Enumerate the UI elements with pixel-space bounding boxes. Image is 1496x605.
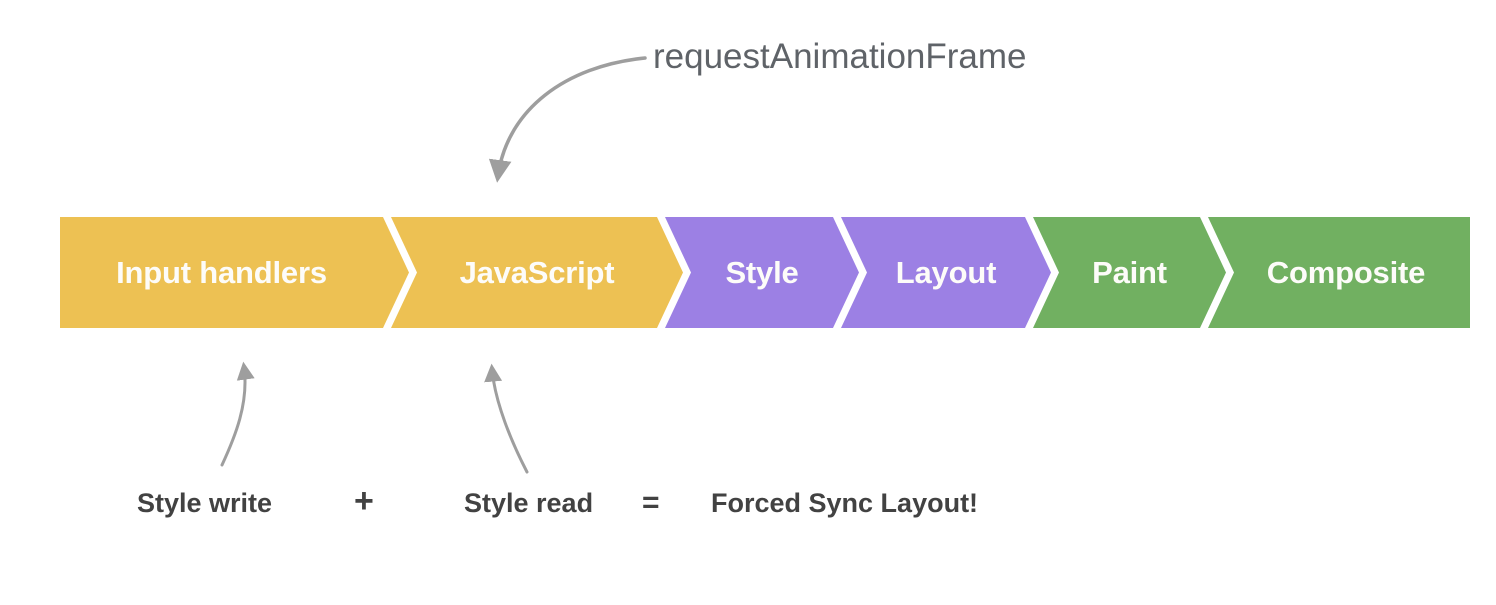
segment-label: JavaScript: [459, 254, 615, 290]
style-write-label: Style write: [137, 488, 273, 518]
raf-label: requestAnimationFrame: [653, 37, 1027, 76]
equals-sign: =: [642, 486, 660, 519]
style-write-arrow-icon: [220, 361, 255, 467]
segment-label: Composite: [1266, 254, 1426, 290]
segment-input-handlers: Input handlers: [60, 217, 409, 328]
segment-label: Paint: [1092, 254, 1167, 290]
segment-javascript: JavaScript: [391, 217, 683, 328]
segment-layout: Layout: [841, 217, 1051, 328]
segment-label: Style: [725, 254, 799, 290]
style-read-label: Style read: [464, 488, 594, 518]
forced-sync-layout-label: Forced Sync Layout!: [711, 488, 979, 518]
style-read-arrow-icon: [484, 363, 529, 474]
segment-label: Layout: [895, 254, 997, 290]
segment-composite: Composite: [1208, 217, 1470, 328]
segment-paint: Paint: [1033, 217, 1226, 328]
segment-style: Style: [665, 217, 859, 328]
pipeline-band: Input handlers JavaScript Style Layout P…: [60, 217, 1470, 328]
plus-sign: +: [354, 482, 374, 520]
segment-label: Input handlers: [116, 254, 327, 290]
raf-curved-arrow-icon: [488, 56, 647, 183]
